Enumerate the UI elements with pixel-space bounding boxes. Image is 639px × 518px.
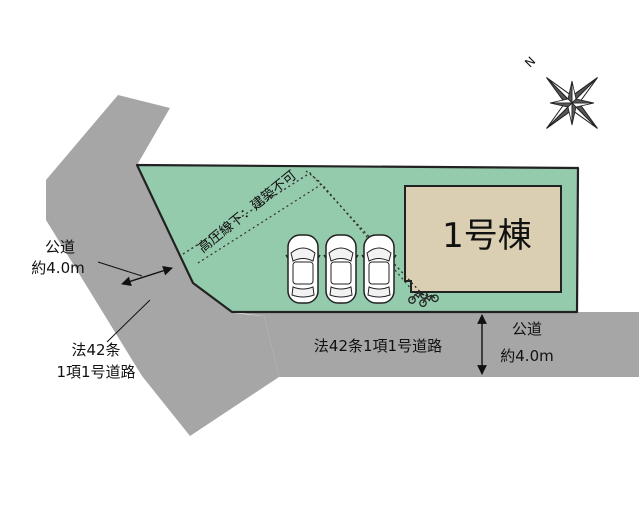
compass-north-label: N bbox=[522, 54, 538, 70]
left-road-law-label-line2: 1項1号道路 bbox=[56, 363, 135, 381]
car-icon bbox=[323, 234, 359, 304]
left-road-law-label-line1: 法42条 bbox=[71, 341, 120, 359]
parking-spaces bbox=[285, 234, 397, 304]
road-network bbox=[46, 95, 639, 436]
left-road-width-dimension bbox=[121, 266, 173, 286]
bottom-road-width-label-line1: 公道 bbox=[512, 320, 542, 338]
left-road-law-leader bbox=[106, 299, 151, 343]
building-label: 1号棟 bbox=[442, 216, 532, 256]
car-icon bbox=[285, 234, 321, 304]
bottom-road-width-label-line2: 約4.0m bbox=[500, 347, 553, 365]
left-road-width-label-line1: 公道 bbox=[45, 238, 75, 256]
left-road-width-leader bbox=[97, 261, 143, 277]
left-road bbox=[46, 95, 279, 436]
powerline-zone bbox=[182, 170, 425, 297]
bottom-road-law-label: 法42条1項1号道路 bbox=[314, 337, 442, 355]
compass-rose-icon bbox=[546, 77, 598, 129]
building bbox=[404, 185, 562, 293]
bottom-road bbox=[232, 312, 639, 377]
car-icon bbox=[361, 234, 397, 304]
left-road-width-label-line2: 約4.0m bbox=[31, 259, 84, 277]
